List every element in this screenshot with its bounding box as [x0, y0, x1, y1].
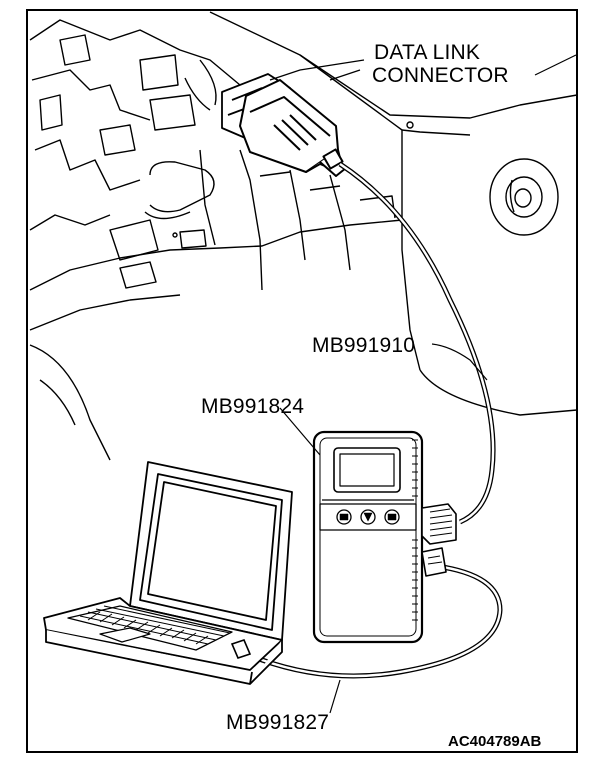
leader-lines — [269, 54, 577, 714]
figure-id-label: AC404789AB — [448, 733, 542, 750]
vehicle-communication-interface — [312, 430, 457, 644]
figure-frame — [26, 9, 578, 753]
data-link-connector-label: DATA LINK — [374, 41, 481, 64]
obd-plug — [239, 79, 347, 177]
cable-mb991827-label: MB991827 — [226, 711, 330, 734]
cable-mb991910-label: MB991910 — [312, 334, 416, 357]
laptop-keyboard-keys — [79, 605, 231, 645]
laptop-computer — [43, 461, 293, 685]
laptop-usb-plug — [230, 639, 252, 659]
data-link-connector-label-line2: CONNECTOR — [372, 64, 509, 87]
interface-mb991824-label: MB991824 — [201, 395, 305, 418]
